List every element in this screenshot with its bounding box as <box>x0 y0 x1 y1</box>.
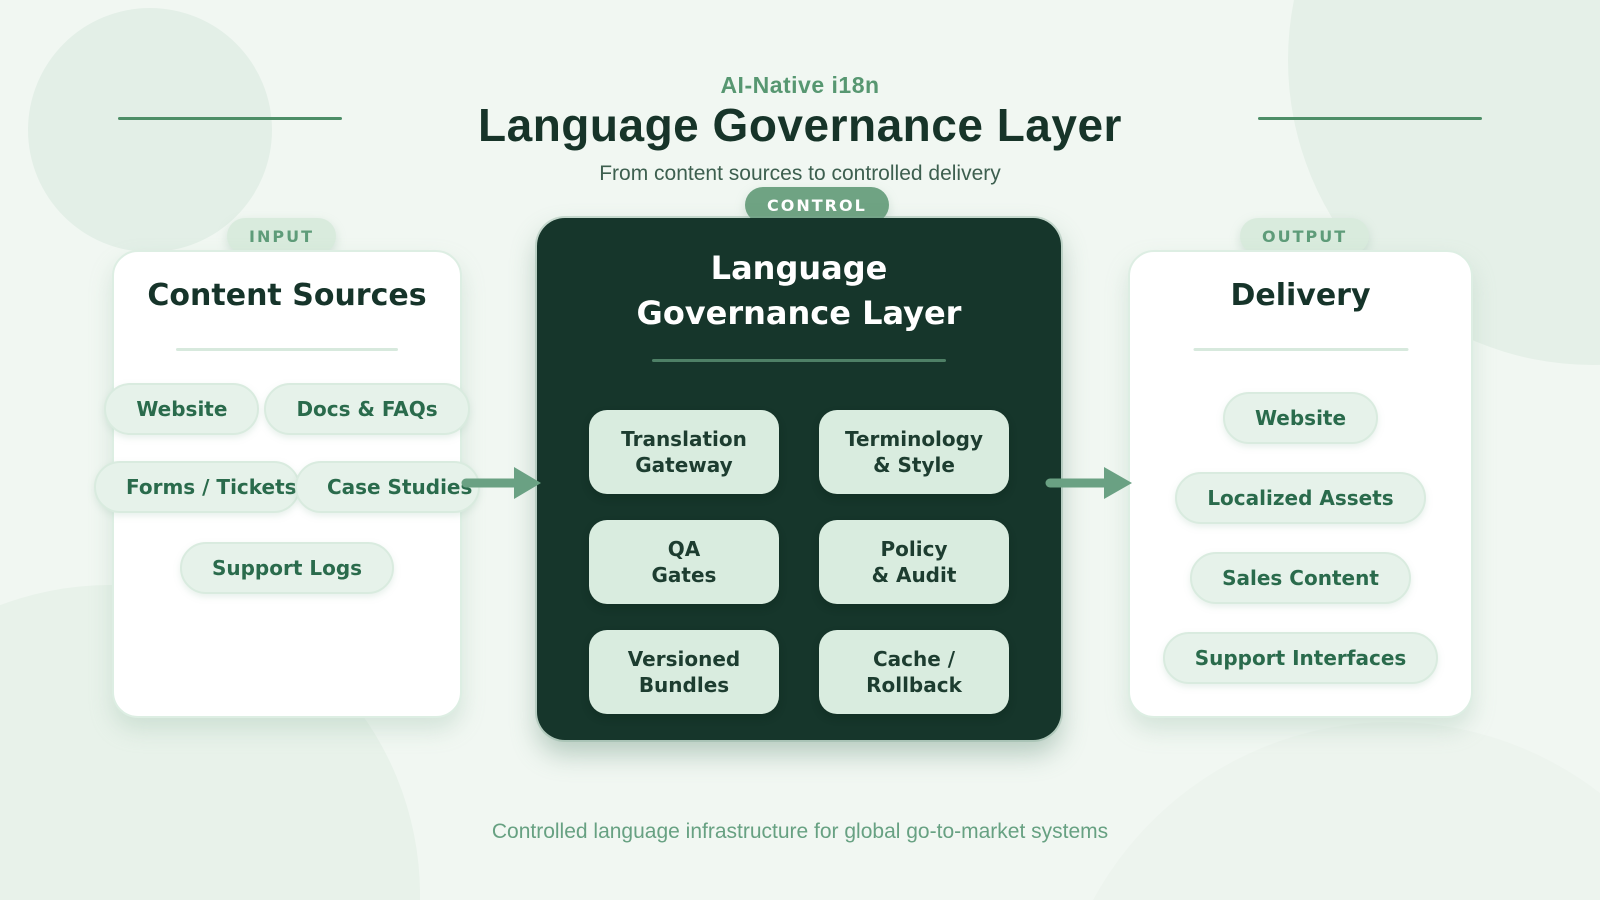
module-qa-gates: QA Gates <box>589 520 779 604</box>
arrow-input-to-control-icon <box>461 467 541 499</box>
output-pill-column: Website Localized Assets Sales Content S… <box>1130 392 1471 684</box>
title-accent-line-right <box>1258 117 1482 120</box>
pill-docs-faqs: Docs & FAQs <box>264 383 470 435</box>
control-badge: CONTROL <box>745 187 889 223</box>
decor-circle-bottom-right <box>1052 722 1600 900</box>
title-accent-line-left <box>118 117 342 120</box>
input-card: Content Sources Website Docs & FAQs Form… <box>94 250 480 718</box>
pill-support-interfaces: Support Interfaces <box>1162 632 1439 684</box>
pill-sales-content: Sales Content <box>1190 552 1411 604</box>
header-kicker: AI-Native i18n <box>720 72 880 98</box>
pill-support-logs: Support Logs <box>179 542 395 594</box>
output-card-title: Delivery <box>1230 278 1371 313</box>
control-module-grid: Translation Gateway Terminology & Style … <box>589 410 1009 714</box>
output-badge: OUTPUT <box>1240 218 1370 254</box>
control-card-title: Language Governance Layer <box>636 249 962 332</box>
page-title: Language Governance Layer <box>478 99 1122 151</box>
pill-website: Website <box>104 383 260 435</box>
pill-localized-assets: Localized Assets <box>1175 472 1426 524</box>
module-terminology-style: Terminology & Style <box>819 410 1009 494</box>
arrow-control-to-output-icon <box>1045 467 1132 499</box>
module-versioned-bundles: Versioned Bundles <box>589 630 779 714</box>
input-pill-row-2: Forms / Tickets Case Studies <box>94 461 480 513</box>
module-translation-gateway: Translation Gateway <box>589 410 779 494</box>
module-cache-rollback: Cache / Rollback <box>819 630 1009 714</box>
input-card-divider <box>176 348 398 351</box>
output-card-divider <box>1193 348 1408 351</box>
control-card: Language Governance Layer Translation Ga… <box>537 218 1061 740</box>
pill-forms-tickets: Forms / Tickets <box>94 461 300 513</box>
page-subtitle: From content sources to controlled deliv… <box>599 162 1001 185</box>
input-pill-row-1: Website Docs & FAQs <box>94 383 480 435</box>
output-card: Delivery Website Localized Assets Sales … <box>1128 250 1473 718</box>
footer-caption: Controlled language infrastructure for g… <box>491 820 1109 843</box>
module-policy-audit: Policy & Audit <box>819 520 1009 604</box>
pill-delivery-website: Website <box>1222 392 1379 444</box>
decor-circle-top-left <box>28 8 272 252</box>
input-pill-row-3: Support Logs <box>94 542 480 594</box>
control-card-divider <box>652 359 946 362</box>
input-card-title: Content Sources <box>147 278 427 313</box>
pill-case-studies: Case Studies <box>294 461 480 513</box>
input-badge: INPUT <box>227 218 336 254</box>
